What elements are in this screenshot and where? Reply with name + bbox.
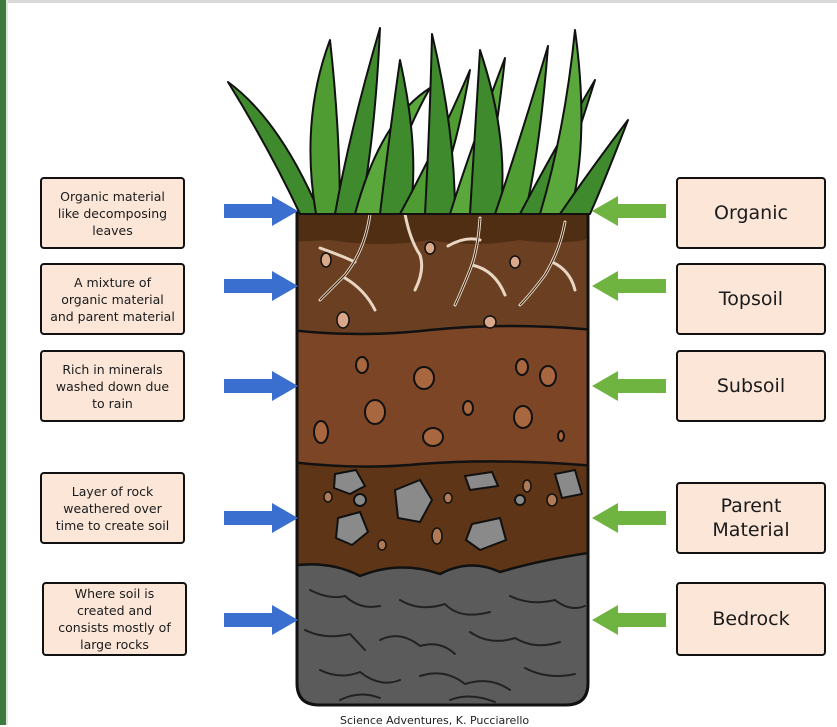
description-text: Organic material like decomposing leaves [57,188,168,238]
blue-arrow-1 [224,196,298,226]
blue-arrow-4 [224,503,298,533]
layer-card-subsoil[interactable]: Subsoil [676,350,826,422]
blue-arrow-5 [224,605,298,635]
green-arrow-5 [592,605,666,635]
green-arrow-3 [592,371,666,401]
grass-blade [379,59,415,215]
description-card-parent-material[interactable]: Layer of rock weathered over time to cre… [40,472,185,544]
grass-blade [539,29,583,215]
layer-name: Parent Material [712,495,790,541]
layer-card-parent-material[interactable]: Parent Material [676,482,826,554]
layer-card-organic[interactable]: Organic [676,177,826,249]
layer-name: Subsoil [716,375,786,397]
grass-blade [559,119,629,215]
description-text: Rich in minerals washed down due to rain [55,361,170,411]
grass-blade [227,81,321,215]
grass-blade [469,49,504,215]
layer-card-topsoil[interactable]: Topsoil [676,263,826,335]
description-card-topsoil[interactable]: A mixture of organic material and parent… [40,263,185,335]
green-arrow-4 [592,503,666,533]
grass-blade [309,39,341,215]
layer-name: Bedrock [712,608,790,630]
description-card-organic[interactable]: Organic material like decomposing leaves [40,177,185,249]
description-text: Where soil is created and consists mostl… [58,586,171,652]
layer-name: Topsoil [718,288,784,310]
description-text: A mixture of organic material and parent… [50,274,175,324]
description-card-subsoil[interactable]: Rich in minerals washed down due to rain [40,350,185,422]
description-card-bedrock[interactable]: Where soil is created and consists mostl… [42,582,187,656]
top-border [0,0,837,3]
left-border [0,0,8,725]
grass-blade [494,45,549,215]
blue-arrow-3 [224,371,298,401]
layer-name: Organic [714,202,788,224]
credit-text: Science Adventures, K. Pucciarello [340,714,530,727]
blue-arrow-2 [224,271,298,301]
subsoil-layer [297,326,588,467]
green-arrow-1 [592,196,666,226]
green-arrow-2 [592,271,666,301]
layer-card-bedrock[interactable]: Bedrock [676,582,826,656]
bedrock-layer [297,548,588,705]
grass-blade [424,33,456,215]
parent-material-layer [297,461,588,576]
description-text: Layer of rock weathered over time to cre… [55,483,170,533]
